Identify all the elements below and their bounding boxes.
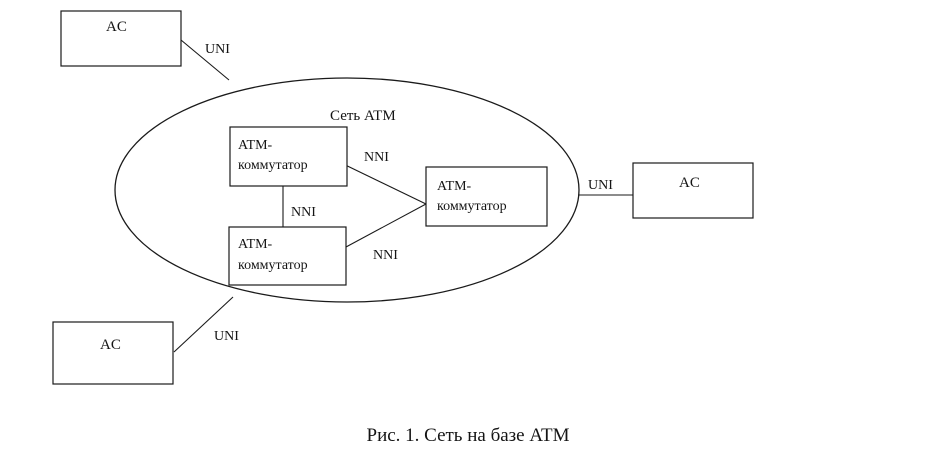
- figure-caption: Рис. 1. Сеть на базе ATM: [367, 425, 570, 446]
- switch-box: [229, 126, 348, 187]
- uni-label-bottom-left: UNI: [214, 329, 239, 344]
- station-label: AC: [106, 19, 127, 35]
- nni-link-upper: [334, 159, 427, 205]
- station-box: [60, 10, 182, 67]
- uni-label-right: UNI: [588, 178, 613, 193]
- station-box: [52, 321, 174, 385]
- atm-switch-upper-left: ATM- коммутатор: [229, 126, 348, 187]
- nni-label-upper: NNI: [364, 150, 389, 165]
- station-right: AC: [632, 162, 754, 219]
- uni-link-top-left: [180, 39, 230, 81]
- atm-network-ellipse: [114, 77, 580, 303]
- uni-label-top-left: UNI: [205, 42, 230, 57]
- switch-box: [425, 166, 548, 227]
- switch-label-line2: коммутатор: [238, 158, 308, 173]
- nni-label-vertical: NNI: [291, 205, 316, 220]
- station-label: AC: [679, 175, 700, 191]
- station-top-left: AC: [60, 10, 182, 67]
- switch-label-line1: ATM-: [238, 138, 273, 153]
- switch-box: [228, 226, 347, 286]
- station-box: [632, 162, 754, 219]
- station-bottom-left: AC: [52, 321, 174, 385]
- switch-label-line2: коммутатор: [437, 199, 507, 214]
- uni-link-bottom-left: [173, 296, 234, 353]
- switch-label-line1: ATM-: [238, 237, 273, 252]
- switch-label-line2: коммутатор: [238, 258, 308, 273]
- nni-label-lower: NNI: [373, 248, 398, 263]
- atm-switch-lower-left: ATM- коммутатор: [228, 226, 347, 286]
- network-title: Сеть ATM: [330, 108, 396, 124]
- switch-label-line1: ATM-: [437, 179, 472, 194]
- atm-switch-right: ATM- коммутатор: [425, 166, 548, 227]
- nni-link-lower: [345, 203, 427, 248]
- station-label: AC: [100, 337, 121, 353]
